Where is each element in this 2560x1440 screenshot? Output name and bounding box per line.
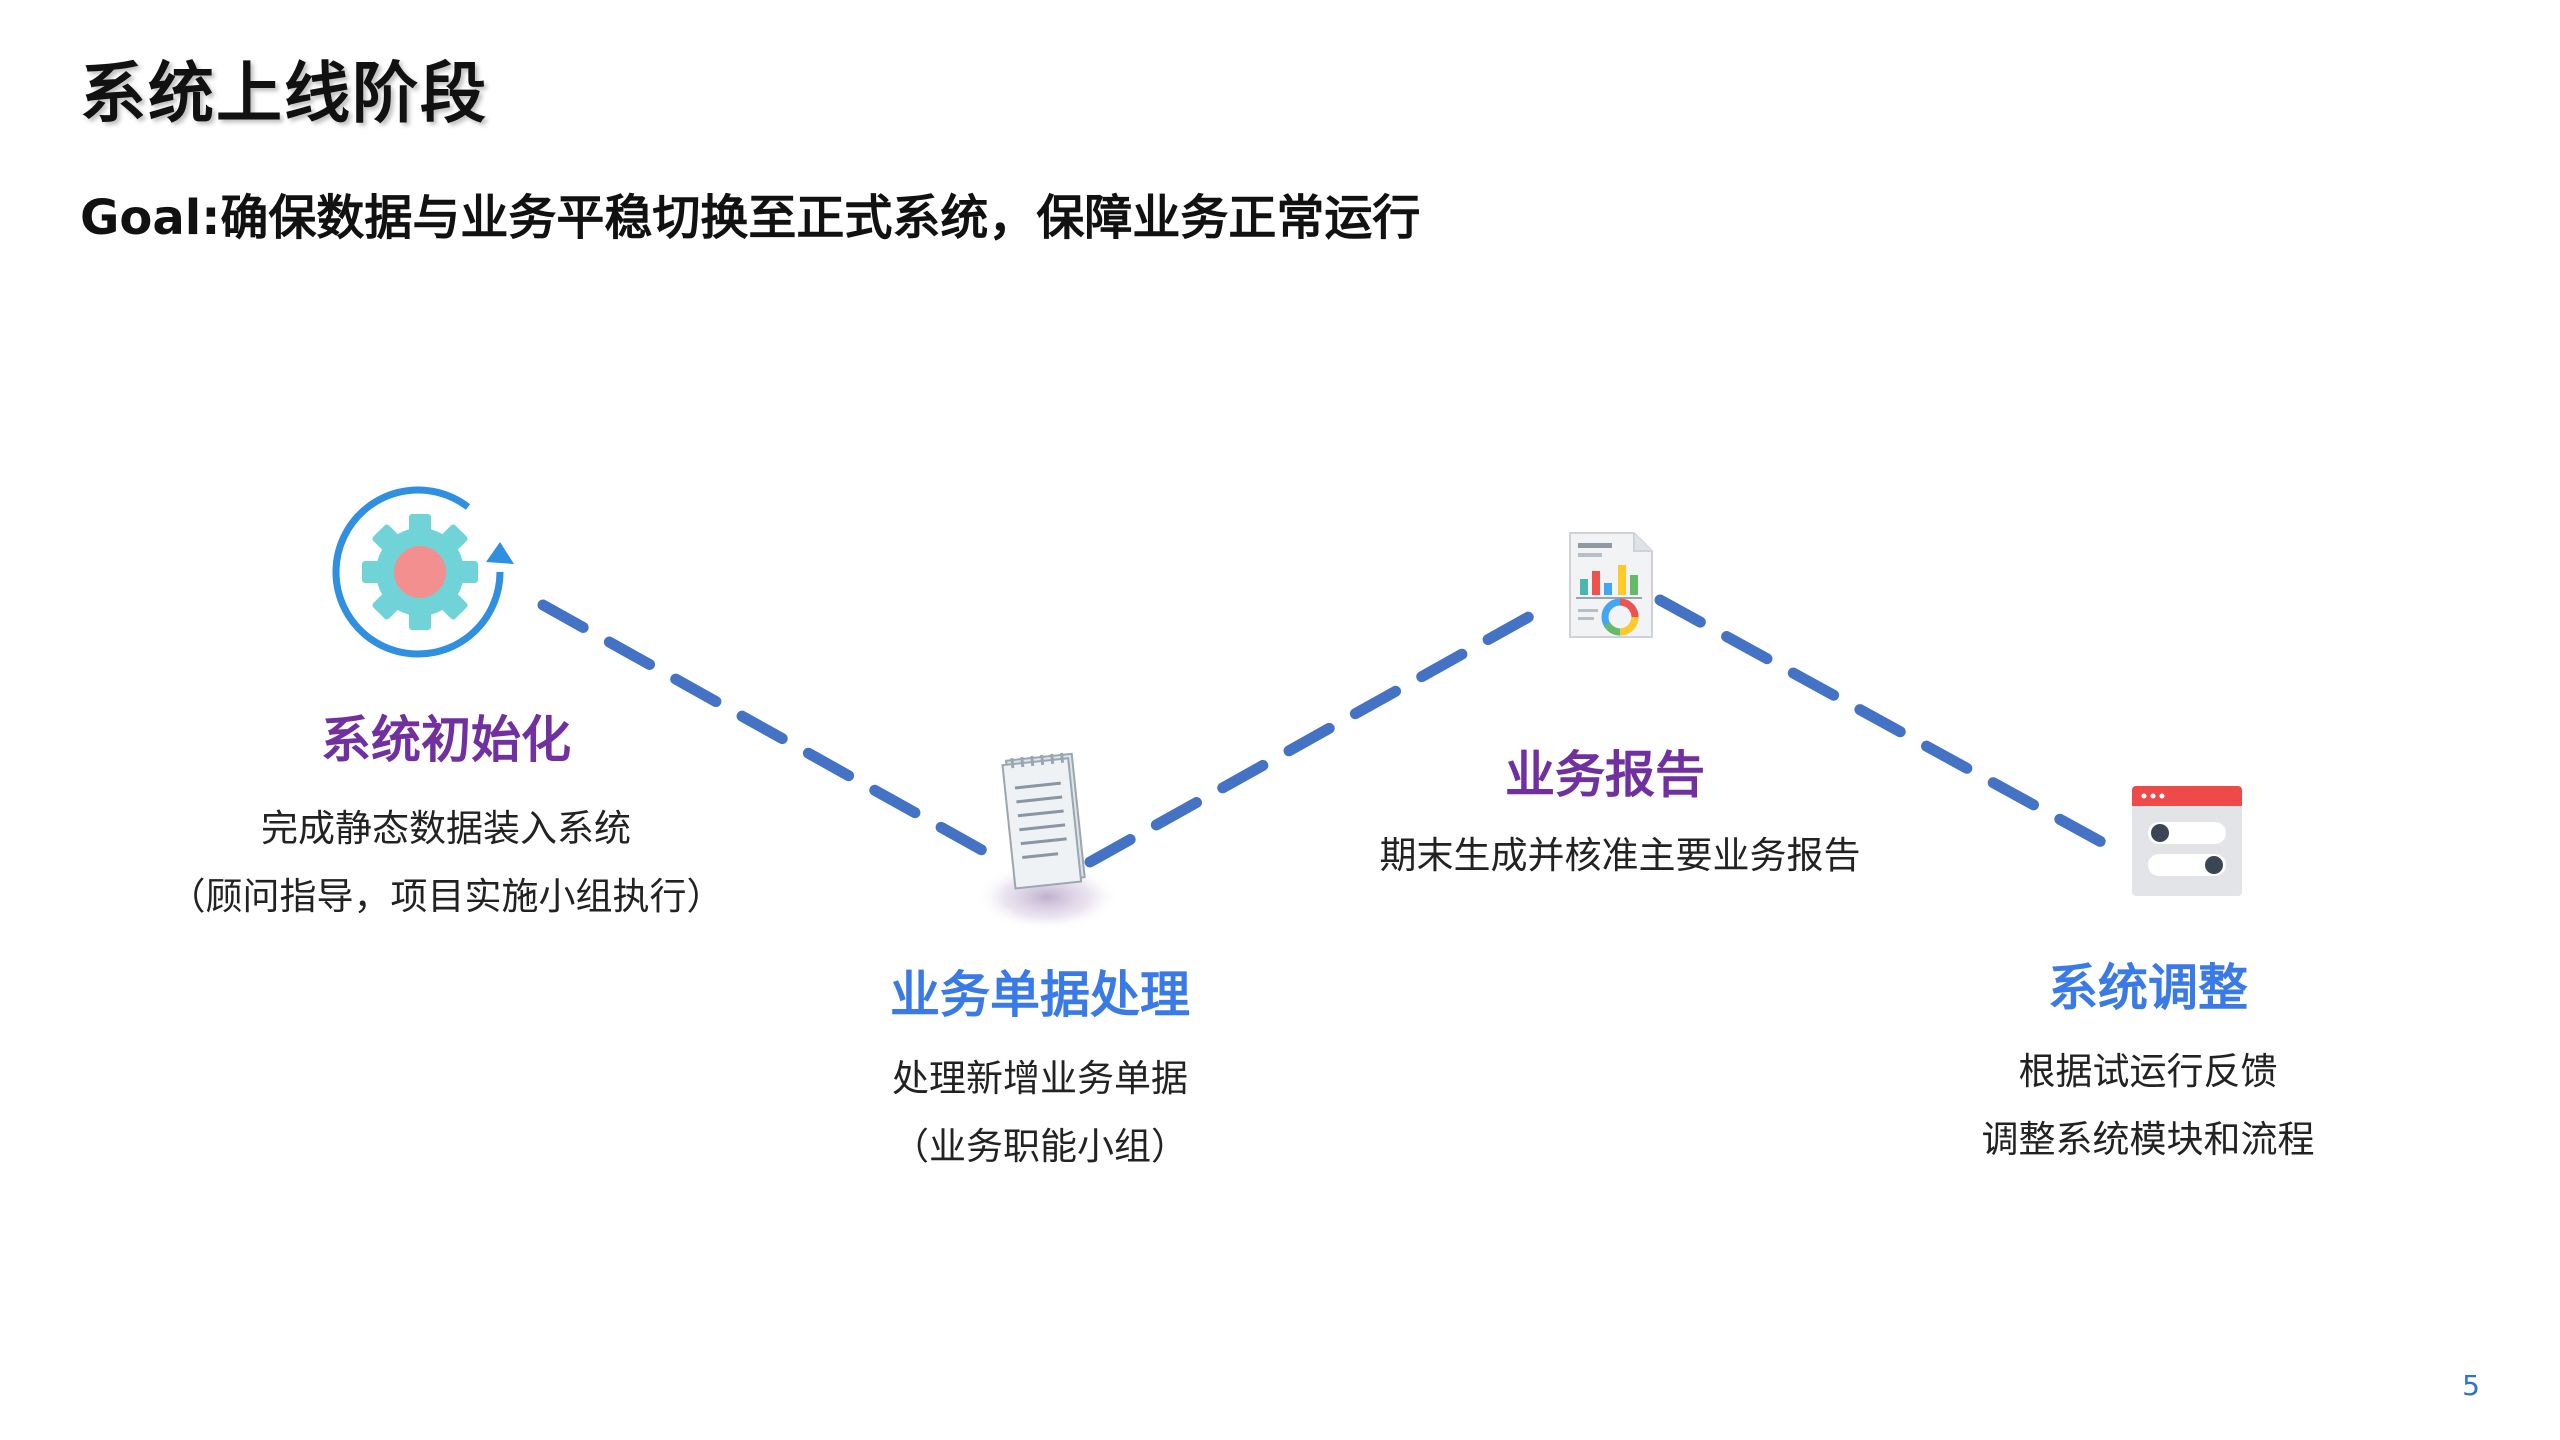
document-icon (975, 745, 1125, 945)
page-title: 系统上线阶段 (80, 55, 488, 132)
step-desc-3: 期末生成并核准主要业务报告 (1380, 822, 1861, 890)
step-desc-2-line1: 处理新增业务单据 (892, 1057, 1188, 1100)
goal-statement: Goal:确保数据与业务平稳切换至正式系统，保障业务正常运行 (80, 190, 1421, 246)
step-desc-2: 处理新增业务单据 （业务职能小组） (892, 1045, 1188, 1181)
connector-segment-3 (1654, 594, 2131, 861)
step-desc-1-line1: 完成静态数据装入系统 (261, 807, 631, 850)
page-number: 5 (2462, 1369, 2480, 1402)
step-desc-1-line2: （顾问指导，项目实施小组执行） (168, 875, 724, 918)
step-title-1: 系统初始化 (321, 711, 571, 769)
step-title-3: 业务报告 (1505, 746, 1705, 804)
step-desc-3-line1: 期末生成并核准主要业务报告 (1379, 834, 1861, 877)
step-desc-1: 完成静态数据装入系统 （顾问指导，项目实施小组执行） (169, 795, 724, 931)
step-desc-4-line1: 根据试运行反馈 (2018, 1050, 2278, 1093)
connector-segment-1 (537, 599, 1011, 869)
step-desc-4-line2: 调整系统模块和流程 (1981, 1118, 2315, 1161)
step-desc-2-line2: （业务职能小组） (892, 1125, 1188, 1168)
settings-window-icon (2128, 782, 2246, 900)
step-title-4: 系统调整 (2048, 959, 2248, 1017)
gear-cycle-icon (318, 472, 518, 672)
connector-segment-2 (1084, 599, 1556, 868)
report-chart-icon (1562, 525, 1662, 645)
step-title-2: 业务单据处理 (890, 966, 1190, 1024)
step-desc-4: 根据试运行反馈 调整系统模块和流程 (1982, 1038, 2315, 1174)
